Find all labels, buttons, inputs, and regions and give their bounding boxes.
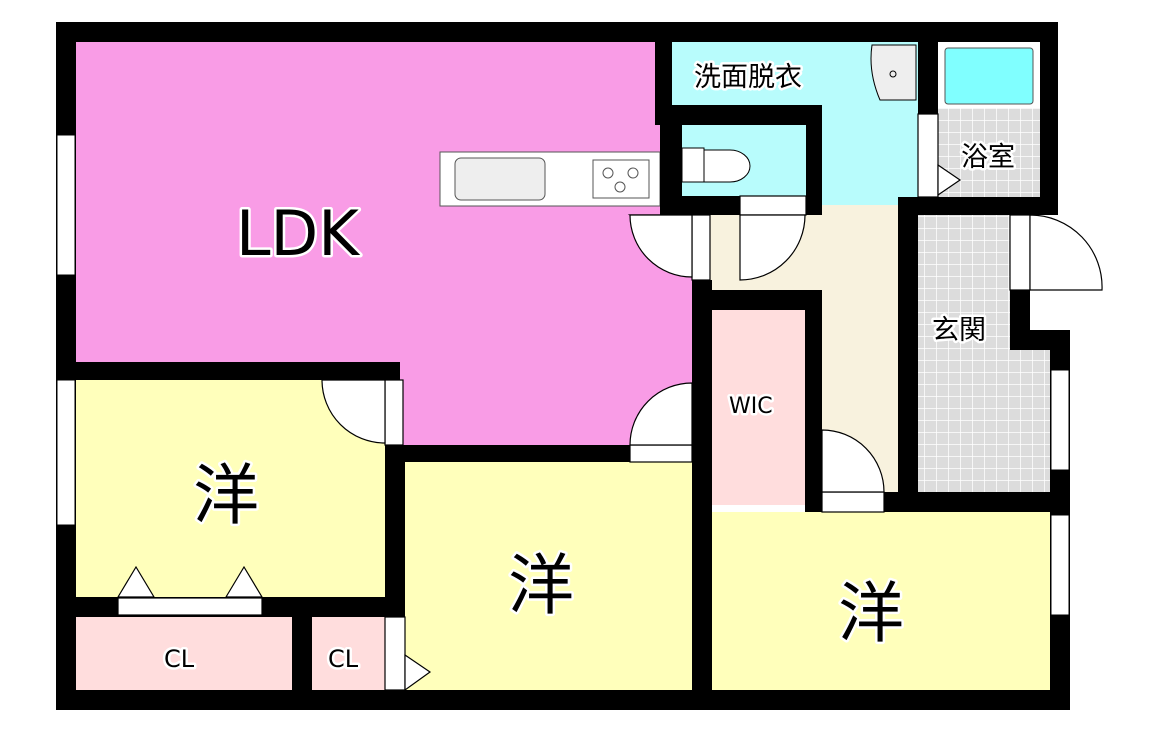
room-label-entrance: 玄関 — [932, 315, 986, 346]
closet-1-floor — [75, 617, 292, 690]
toilet-icon — [681, 147, 751, 183]
western-room-3-floor — [712, 512, 1052, 690]
bathroom-floor — [938, 108, 1040, 200]
entrance-floor — [918, 215, 1050, 492]
sink-icon — [454, 157, 546, 201]
window — [1050, 369, 1070, 471]
door-wic[interactable] — [821, 429, 885, 513]
window — [56, 379, 76, 526]
room-label-western-2: 洋 — [508, 547, 574, 624]
walls — [56, 22, 1070, 710]
western-room-2-floor — [405, 462, 692, 690]
door-closet-1[interactable] — [116, 565, 264, 616]
room-label-closet-2: CL — [328, 645, 359, 673]
closet-2-floor — [312, 617, 385, 690]
room-label-closet-1: CL — [164, 645, 195, 673]
room-label-western-3: 洋 — [838, 575, 904, 652]
door-bathroom[interactable] — [917, 113, 962, 198]
room-label-bathroom: 浴室 — [961, 142, 1015, 173]
door-bedroom1[interactable] — [321, 379, 404, 446]
room-label-western-1: 洋 — [193, 457, 259, 534]
door-ldk-bedroom2[interactable] — [629, 382, 693, 463]
room-label-washroom: 洗面脱衣 — [694, 62, 802, 93]
window — [56, 134, 76, 276]
door-entrance[interactable] — [1009, 214, 1103, 291]
washbasin-icon — [870, 44, 917, 101]
door-toilet[interactable] — [739, 195, 807, 281]
bathtub-icon — [944, 47, 1034, 105]
door-ldk-hall[interactable] — [627, 214, 711, 281]
kitchen-counter — [439, 151, 661, 207]
room-label-wic: WIC — [729, 394, 773, 419]
door-closet-2[interactable] — [384, 616, 432, 692]
room-label-ldk: LDK — [236, 197, 360, 270]
window — [1050, 514, 1070, 616]
ldk-floor — [75, 42, 692, 445]
wic-floor — [712, 310, 805, 505]
